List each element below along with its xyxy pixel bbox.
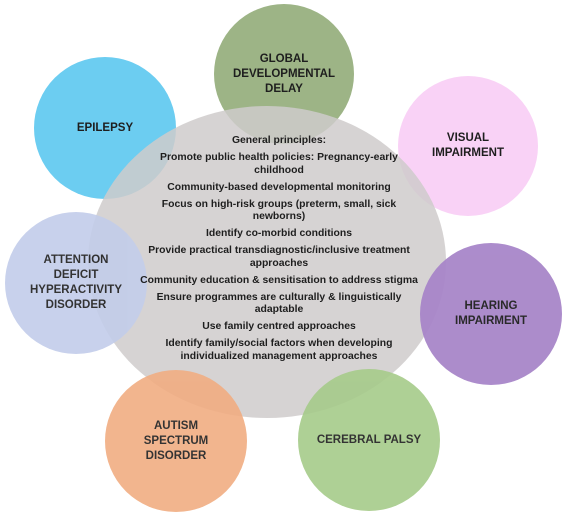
circle-cerebral-palsy: CEREBRAL PALSY xyxy=(298,369,440,511)
principles-heading: General principles: xyxy=(231,135,327,146)
principle-item: Community education & sensitisation to a… xyxy=(140,274,418,286)
circle-autism-spectrum-disorder: AUTISM SPECTRUM DISORDER xyxy=(105,370,247,512)
circle-adhd: ATTENTION DEFICIT HYPERACTIVITY DISORDER xyxy=(5,212,147,354)
principle-item: Identify family/social factors when deve… xyxy=(165,338,393,362)
principle-item: Focus on high-risk groups (preterm, smal… xyxy=(161,198,397,223)
principle-item: Community-based developmental monitoring xyxy=(167,181,391,193)
center-ellipse xyxy=(88,106,446,418)
circle-hearing-impairment: HEARING IMPAIRMENT xyxy=(420,243,562,385)
principle-item: Identify co-morbid conditions xyxy=(205,228,353,240)
principle-item: Ensure programmes are culturally & lingu… xyxy=(156,291,402,316)
principle-item: Use family centred approaches xyxy=(202,321,356,333)
principle-item: Promote public health policies: Pregnanc… xyxy=(160,151,398,176)
principles-list: General principles: Promote public healt… xyxy=(138,135,420,368)
principle-item: Provide practical transdiagnostic/inclus… xyxy=(148,245,410,269)
